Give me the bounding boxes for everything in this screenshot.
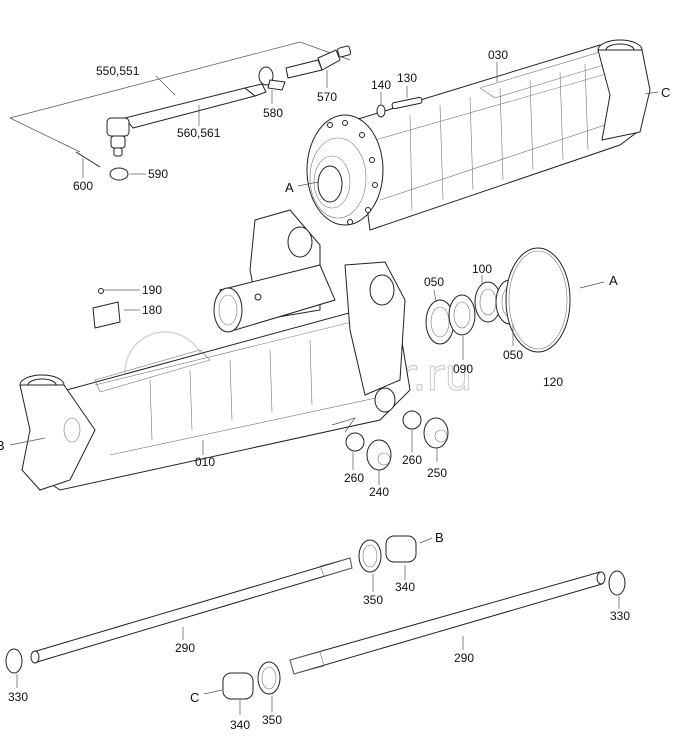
threaded-end-part-570 [285,45,352,79]
callout-260-b: 260 [402,453,422,467]
ref-b-shaft: B [435,530,444,545]
bearing-090 [448,294,476,336]
plate-180 [92,301,121,329]
callout-labels: 550,551 560,561 570 580 590 600 140 130 … [0,48,670,732]
snap-ring-330-b [608,570,626,596]
callout-050-a: 050 [424,275,444,289]
bearing-stack [425,247,605,360]
callout-050-b: 050 [503,348,523,362]
ref-c-top: C [661,85,670,100]
callout-340-a: 340 [395,580,415,594]
callout-590: 590 [148,167,168,181]
callout-240: 240 [369,485,389,499]
callout-350-a: 350 [363,593,383,607]
plug-240 [366,439,392,471]
callout-140: 140 [371,78,391,92]
bushing-340-a [385,535,417,563]
callout-290-b: 290 [454,651,474,665]
axle-shaft-upper [5,535,433,688]
ref-a-hub: A [285,180,294,195]
tie-rod-group [9,41,352,181]
clamp-part-580 [258,66,286,91]
seal-350-a [358,539,382,573]
ref-c-shaft: C [190,690,199,705]
callout-100: 100 [472,262,492,276]
callout-180: 180 [142,303,162,317]
o-ring-120 [505,247,571,353]
callout-330-a: 330 [8,690,28,704]
hub-flange [306,114,384,226]
callout-580: 580 [263,106,283,120]
ref-a-ring: A [609,273,618,288]
callout-030: 030 [488,48,508,62]
castle-nut [109,167,129,181]
plugs-group [331,410,449,485]
washer-140 [376,104,386,118]
callout-120: 120 [543,375,563,389]
callout-560-561: 560,561 [177,126,221,140]
bushing-340-b [222,672,254,700]
callout-550-551: 550,551 [96,64,140,78]
callout-340-b: 340 [230,718,250,732]
axle-beam-030 [297,39,659,231]
callout-090: 090 [453,362,473,376]
seal-ring-260-b [402,410,422,430]
callout-010: 010 [195,455,215,469]
callout-600: 600 [73,179,93,193]
screw-190 [98,288,104,294]
ref-b-left: B [0,438,5,453]
ball-joint [106,117,130,157]
callout-130: 130 [397,71,417,85]
snap-ring-330-a [5,648,23,674]
callout-330-b: 330 [610,609,630,623]
callout-260-a: 260 [344,471,364,485]
callout-190: 190 [142,283,162,297]
seal-350-b [257,661,281,695]
callout-350-b: 350 [262,713,282,727]
bolt-130 [391,96,423,110]
axle-shaft-lower [203,570,626,715]
callout-570: 570 [317,90,337,104]
seal-ring-260-a [345,432,365,452]
axle-beam-010 [9,209,411,491]
callout-290-a: 290 [175,641,195,655]
tie-rod-tube [124,83,267,129]
callout-250: 250 [427,466,447,480]
